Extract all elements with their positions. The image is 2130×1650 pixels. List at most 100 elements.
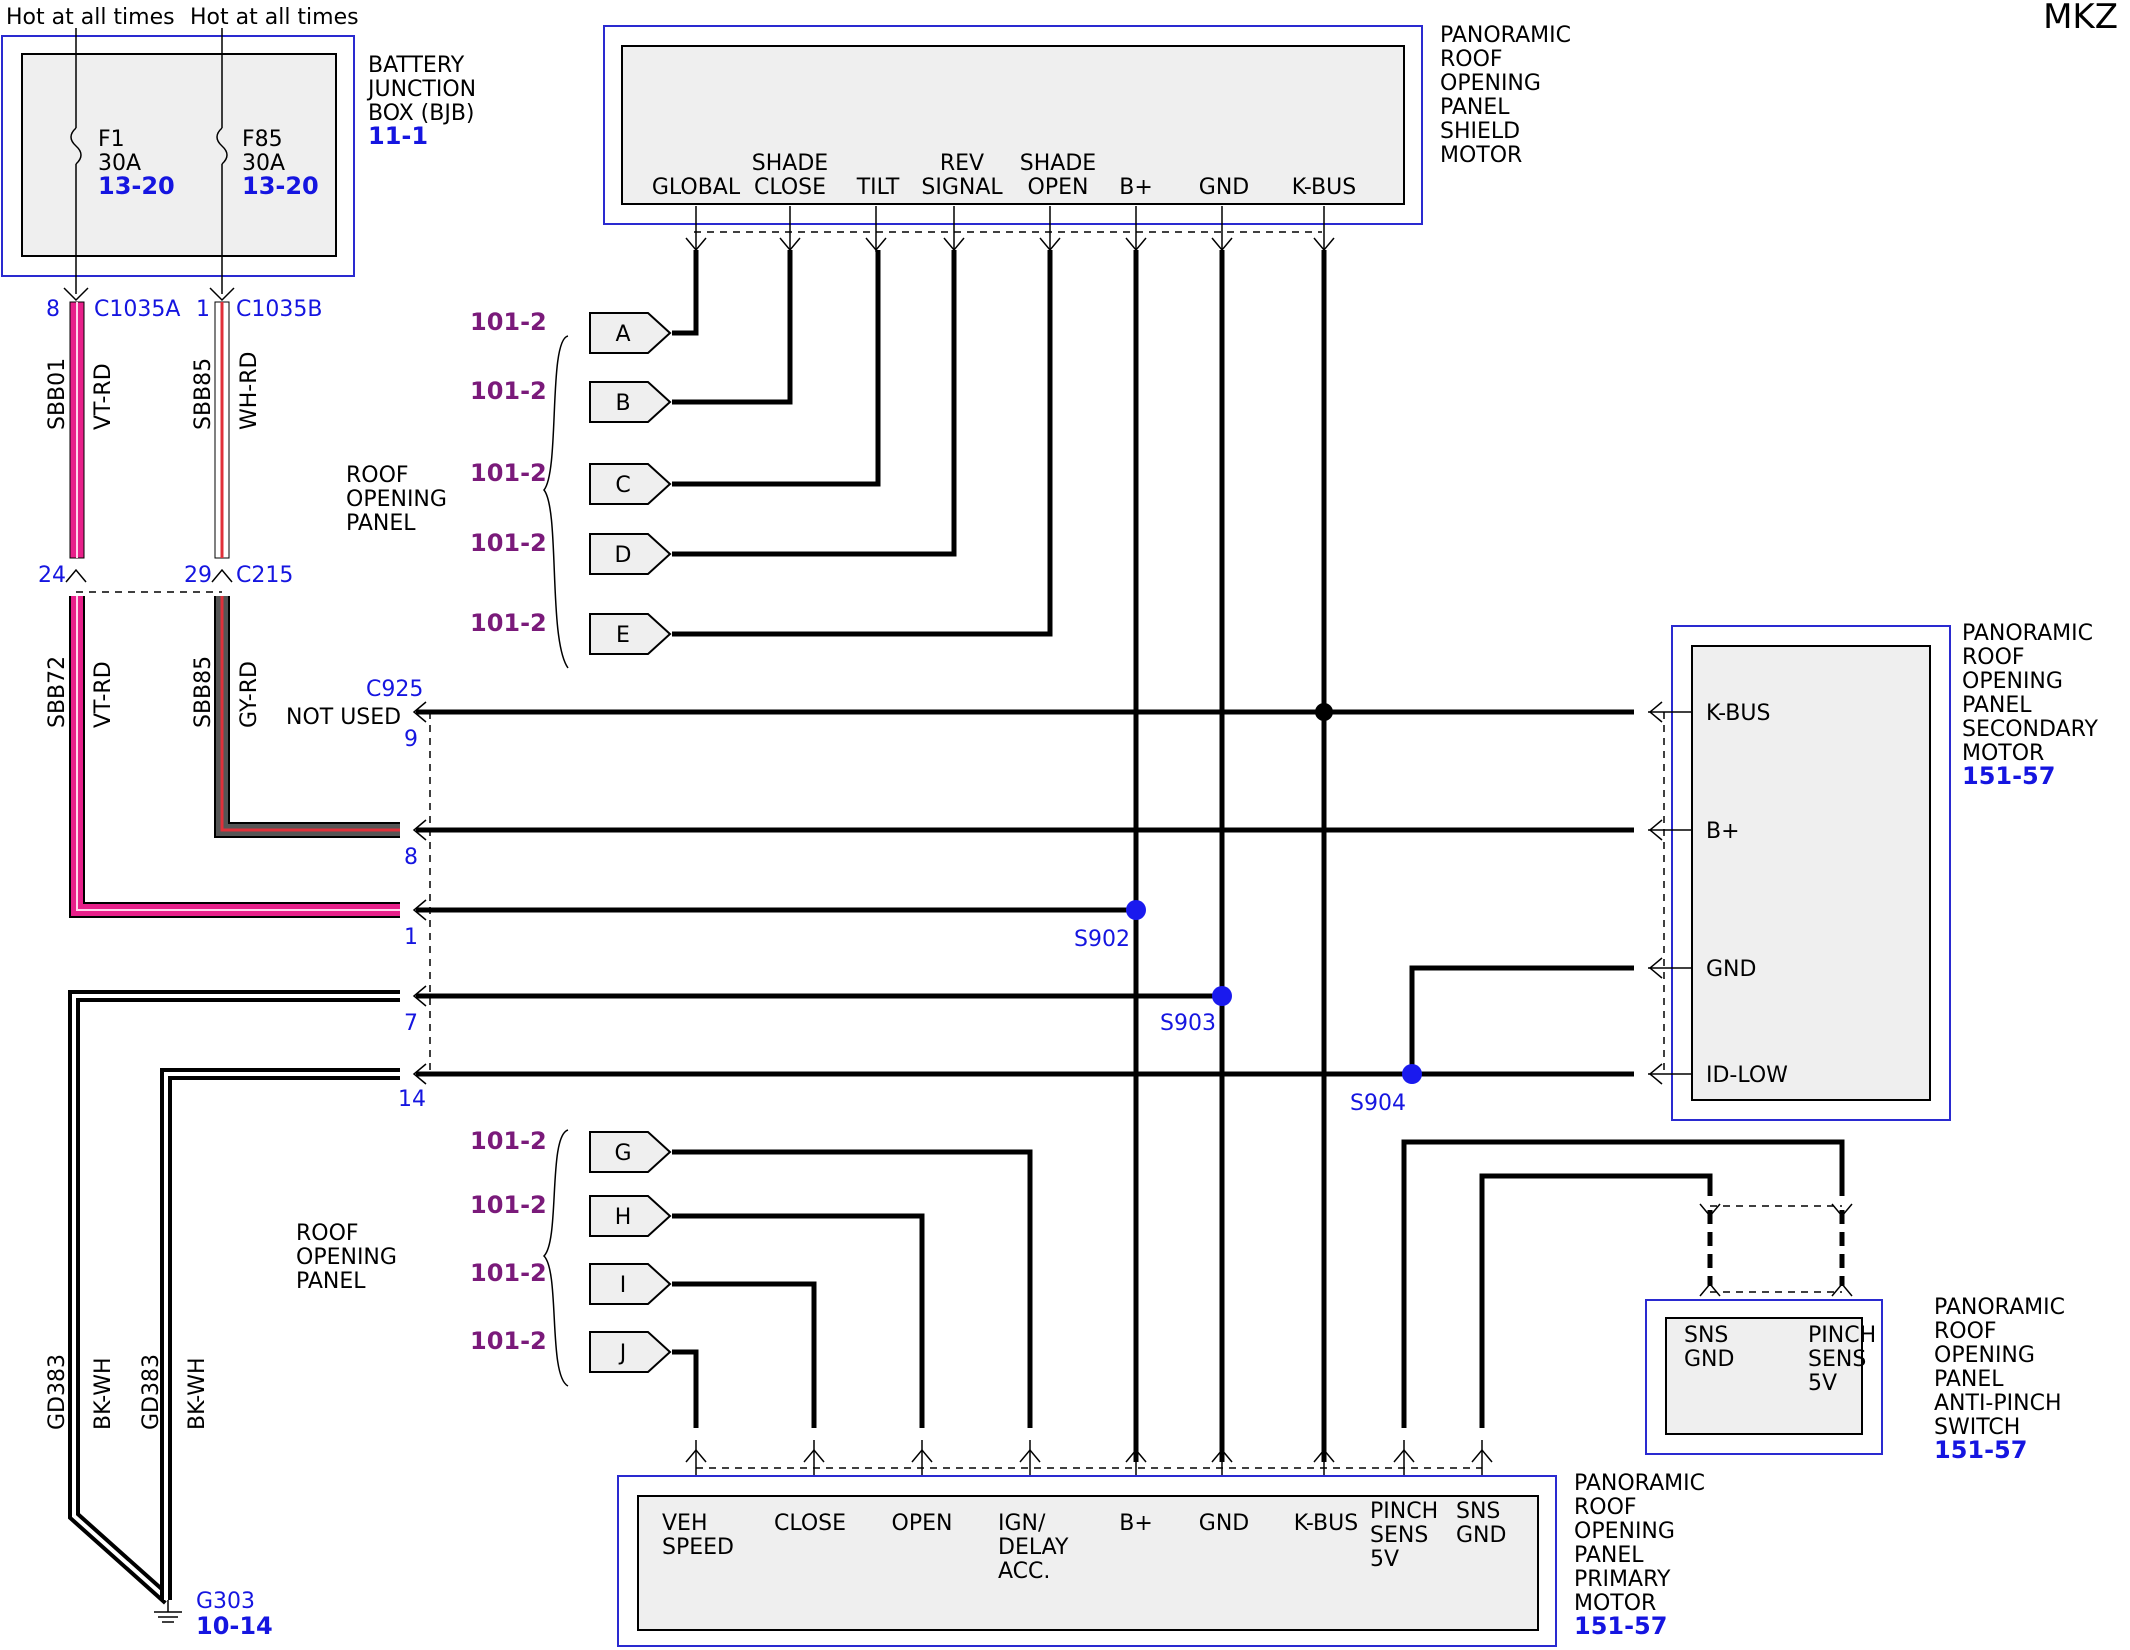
wire-shade-open-e <box>672 250 1053 637</box>
primary-pin-b-plus: B+ <box>1119 1511 1153 1536</box>
secondary-pin-gnd: GND <box>1706 957 1756 982</box>
primary-connector <box>685 1440 1493 1496</box>
svg-text:OPENING: OPENING <box>1574 1519 1675 1544</box>
wire-gd383-circuit-1: GD383 <box>45 1354 70 1430</box>
wire-sbb01-color: VT-RD <box>91 363 116 430</box>
anti-pinch-title: PANORAMIC ROOF OPENING PANEL ANTI-PINCH … <box>1934 1295 2065 1464</box>
secondary-pin-arrow <box>1648 701 1663 723</box>
wire-gd383-inner <box>160 1068 400 1600</box>
pin-shade-close-1: SHADE <box>752 151 828 176</box>
pin-shade-open-2: OPEN <box>1028 175 1089 200</box>
svg-text:PANEL: PANEL <box>1934 1367 2004 1392</box>
anti-pinch-pin-pinch-2: SENS <box>1808 1347 1866 1372</box>
svg-text:MOTOR: MOTOR <box>1962 741 2044 766</box>
svg-text:OPENING: OPENING <box>296 1245 397 1270</box>
connector-c1035: 8 C1035A 1 C1035B <box>46 287 322 322</box>
svg-text:PANEL: PANEL <box>296 1269 366 1294</box>
primary-pin-veh-speed-2: SPEED <box>662 1535 734 1560</box>
primary-pin-pinch-1: PINCH <box>1370 1499 1438 1524</box>
wire-sbb85-lower <box>214 596 400 838</box>
svg-text:PANEL: PANEL <box>1962 693 2032 718</box>
pin-gnd: GND <box>1199 175 1249 200</box>
svg-text:ROOF: ROOF <box>1440 47 1503 72</box>
tag-ref: 101-2 <box>470 459 547 487</box>
primary-motor: PANORAMIC ROOF OPENING PANEL PRIMARY MOT… <box>617 1471 1705 1647</box>
tag-label: E <box>616 623 630 648</box>
upper-tag-b: B 101-2 <box>470 377 672 423</box>
tag-label: I <box>620 1273 627 1298</box>
fuse-f1-ref: 13-20 <box>98 172 175 200</box>
primary-pin-k-bus: K-BUS <box>1294 1511 1358 1536</box>
lower-tag-j: J 101-2 <box>470 1327 672 1373</box>
svg-text:ROOF: ROOF <box>1934 1319 1997 1344</box>
splice-s904-label: S904 <box>1350 1091 1406 1116</box>
wire-tilt-c <box>672 250 881 487</box>
c1035b-name: C1035B <box>236 297 322 322</box>
wire-shade-close-b <box>672 250 793 405</box>
svg-text:PANORAMIC: PANORAMIC <box>1574 1471 1705 1496</box>
pin-global: GLOBAL <box>652 175 741 200</box>
splice-s904 <box>1402 1064 1422 1084</box>
wire-sbb85-upper <box>214 301 230 559</box>
hot-at-all-times-right: Hot at all times <box>190 5 359 30</box>
primary-pin-arrow <box>1211 1448 1233 1463</box>
secondary-pin-b-plus: B+ <box>1706 819 1740 844</box>
tag-ref: 101-2 <box>470 609 547 637</box>
tag-label: D <box>615 543 632 568</box>
tag-ref: 101-2 <box>470 1327 547 1355</box>
pin-k-bus: K-BUS <box>1292 175 1356 200</box>
primary-pin-arrow <box>911 1448 933 1463</box>
svg-text:ROOF: ROOF <box>346 463 409 488</box>
primary-pin-sns-1: SNS <box>1456 1499 1500 1524</box>
tag-ref: 101-2 <box>470 377 547 405</box>
tag-label: C <box>615 473 630 498</box>
svg-text:151-57: 151-57 <box>1574 1612 1667 1640</box>
wire-sns-gnd <box>1479 1173 1713 1428</box>
anti-pinch-pin-pinch-3: 5V <box>1808 1371 1837 1396</box>
secondary-pin-arrow <box>1648 819 1663 841</box>
c925-name: C925 <box>366 677 423 702</box>
c925-pin-14: 14 <box>398 1087 426 1112</box>
c1035b-pin: 1 <box>196 297 210 322</box>
tag-ref: 101-2 <box>470 529 547 557</box>
svg-text:PANORAMIC: PANORAMIC <box>1934 1295 2065 1320</box>
wire-sbb01-circuit: SBB01 <box>45 358 70 430</box>
secondary-pin-k-bus: K-BUS <box>1706 701 1770 726</box>
lower-roof-opening-panel-group: ROOF OPENING PANEL G101-2H101-2I101-2J10… <box>296 1127 672 1387</box>
tag-label: J <box>618 1341 627 1366</box>
splice-s902-label: S902 <box>1074 927 1130 952</box>
wire-gd383-outer <box>68 990 400 1605</box>
primary-pin-ign-3: ACC. <box>998 1559 1050 1584</box>
primary-motor-title: PANORAMIC ROOF OPENING PANEL PRIMARY MOT… <box>1574 1471 1705 1640</box>
secondary-motor: K-BUS B+ GND ID-LOW PANORAMIC ROOF OPENI… <box>1648 621 2098 1121</box>
svg-text:PANEL: PANEL <box>1440 95 1510 120</box>
splice-k-bus <box>1315 703 1333 721</box>
primary-pin-arrow <box>803 1448 825 1463</box>
svg-text:MOTOR: MOTOR <box>1440 143 1522 168</box>
fuse-f85-name: F85 <box>242 127 283 152</box>
svg-text:PANORAMIC: PANORAMIC <box>1962 621 2093 646</box>
wire-gnd-secondary <box>1409 965 1634 1074</box>
bjb-ref: 11-1 <box>368 122 428 150</box>
shield-motor-title: PANORAMIC ROOF OPENING PANEL SHIELD MOTO… <box>1440 23 1571 168</box>
connector-c925: C925 NOT USED 9 8 1 7 14 <box>286 677 431 1112</box>
wire-j-veh-speed <box>672 1349 699 1428</box>
primary-pin-veh-speed-1: VEH <box>662 1511 708 1536</box>
tag-ref: 101-2 <box>470 1127 547 1155</box>
pin-rev-signal-2: SIGNAL <box>921 175 1003 200</box>
fuse-f85-ref: 13-20 <box>242 172 319 200</box>
svg-text:151-57: 151-57 <box>1962 762 2055 790</box>
primary-pin-pinch-2: SENS <box>1370 1523 1428 1548</box>
c925-pin-arrow <box>412 1063 427 1085</box>
anti-pinch-switch: SNS GND PINCH SENS 5V PANORAMIC ROOF OPE… <box>1645 1203 2065 1464</box>
svg-text:OPENING: OPENING <box>1962 669 2063 694</box>
upper-tag-e: E 101-2 <box>470 609 672 655</box>
svg-text:ROOF: ROOF <box>1962 645 2025 670</box>
svg-text:151-57: 151-57 <box>1934 1436 2027 1464</box>
wire-pinch-sens <box>1401 1139 1845 1428</box>
tag-label: B <box>615 391 630 416</box>
splice-s903-label: S903 <box>1160 1011 1216 1036</box>
wire-rev-signal-d <box>672 250 957 557</box>
